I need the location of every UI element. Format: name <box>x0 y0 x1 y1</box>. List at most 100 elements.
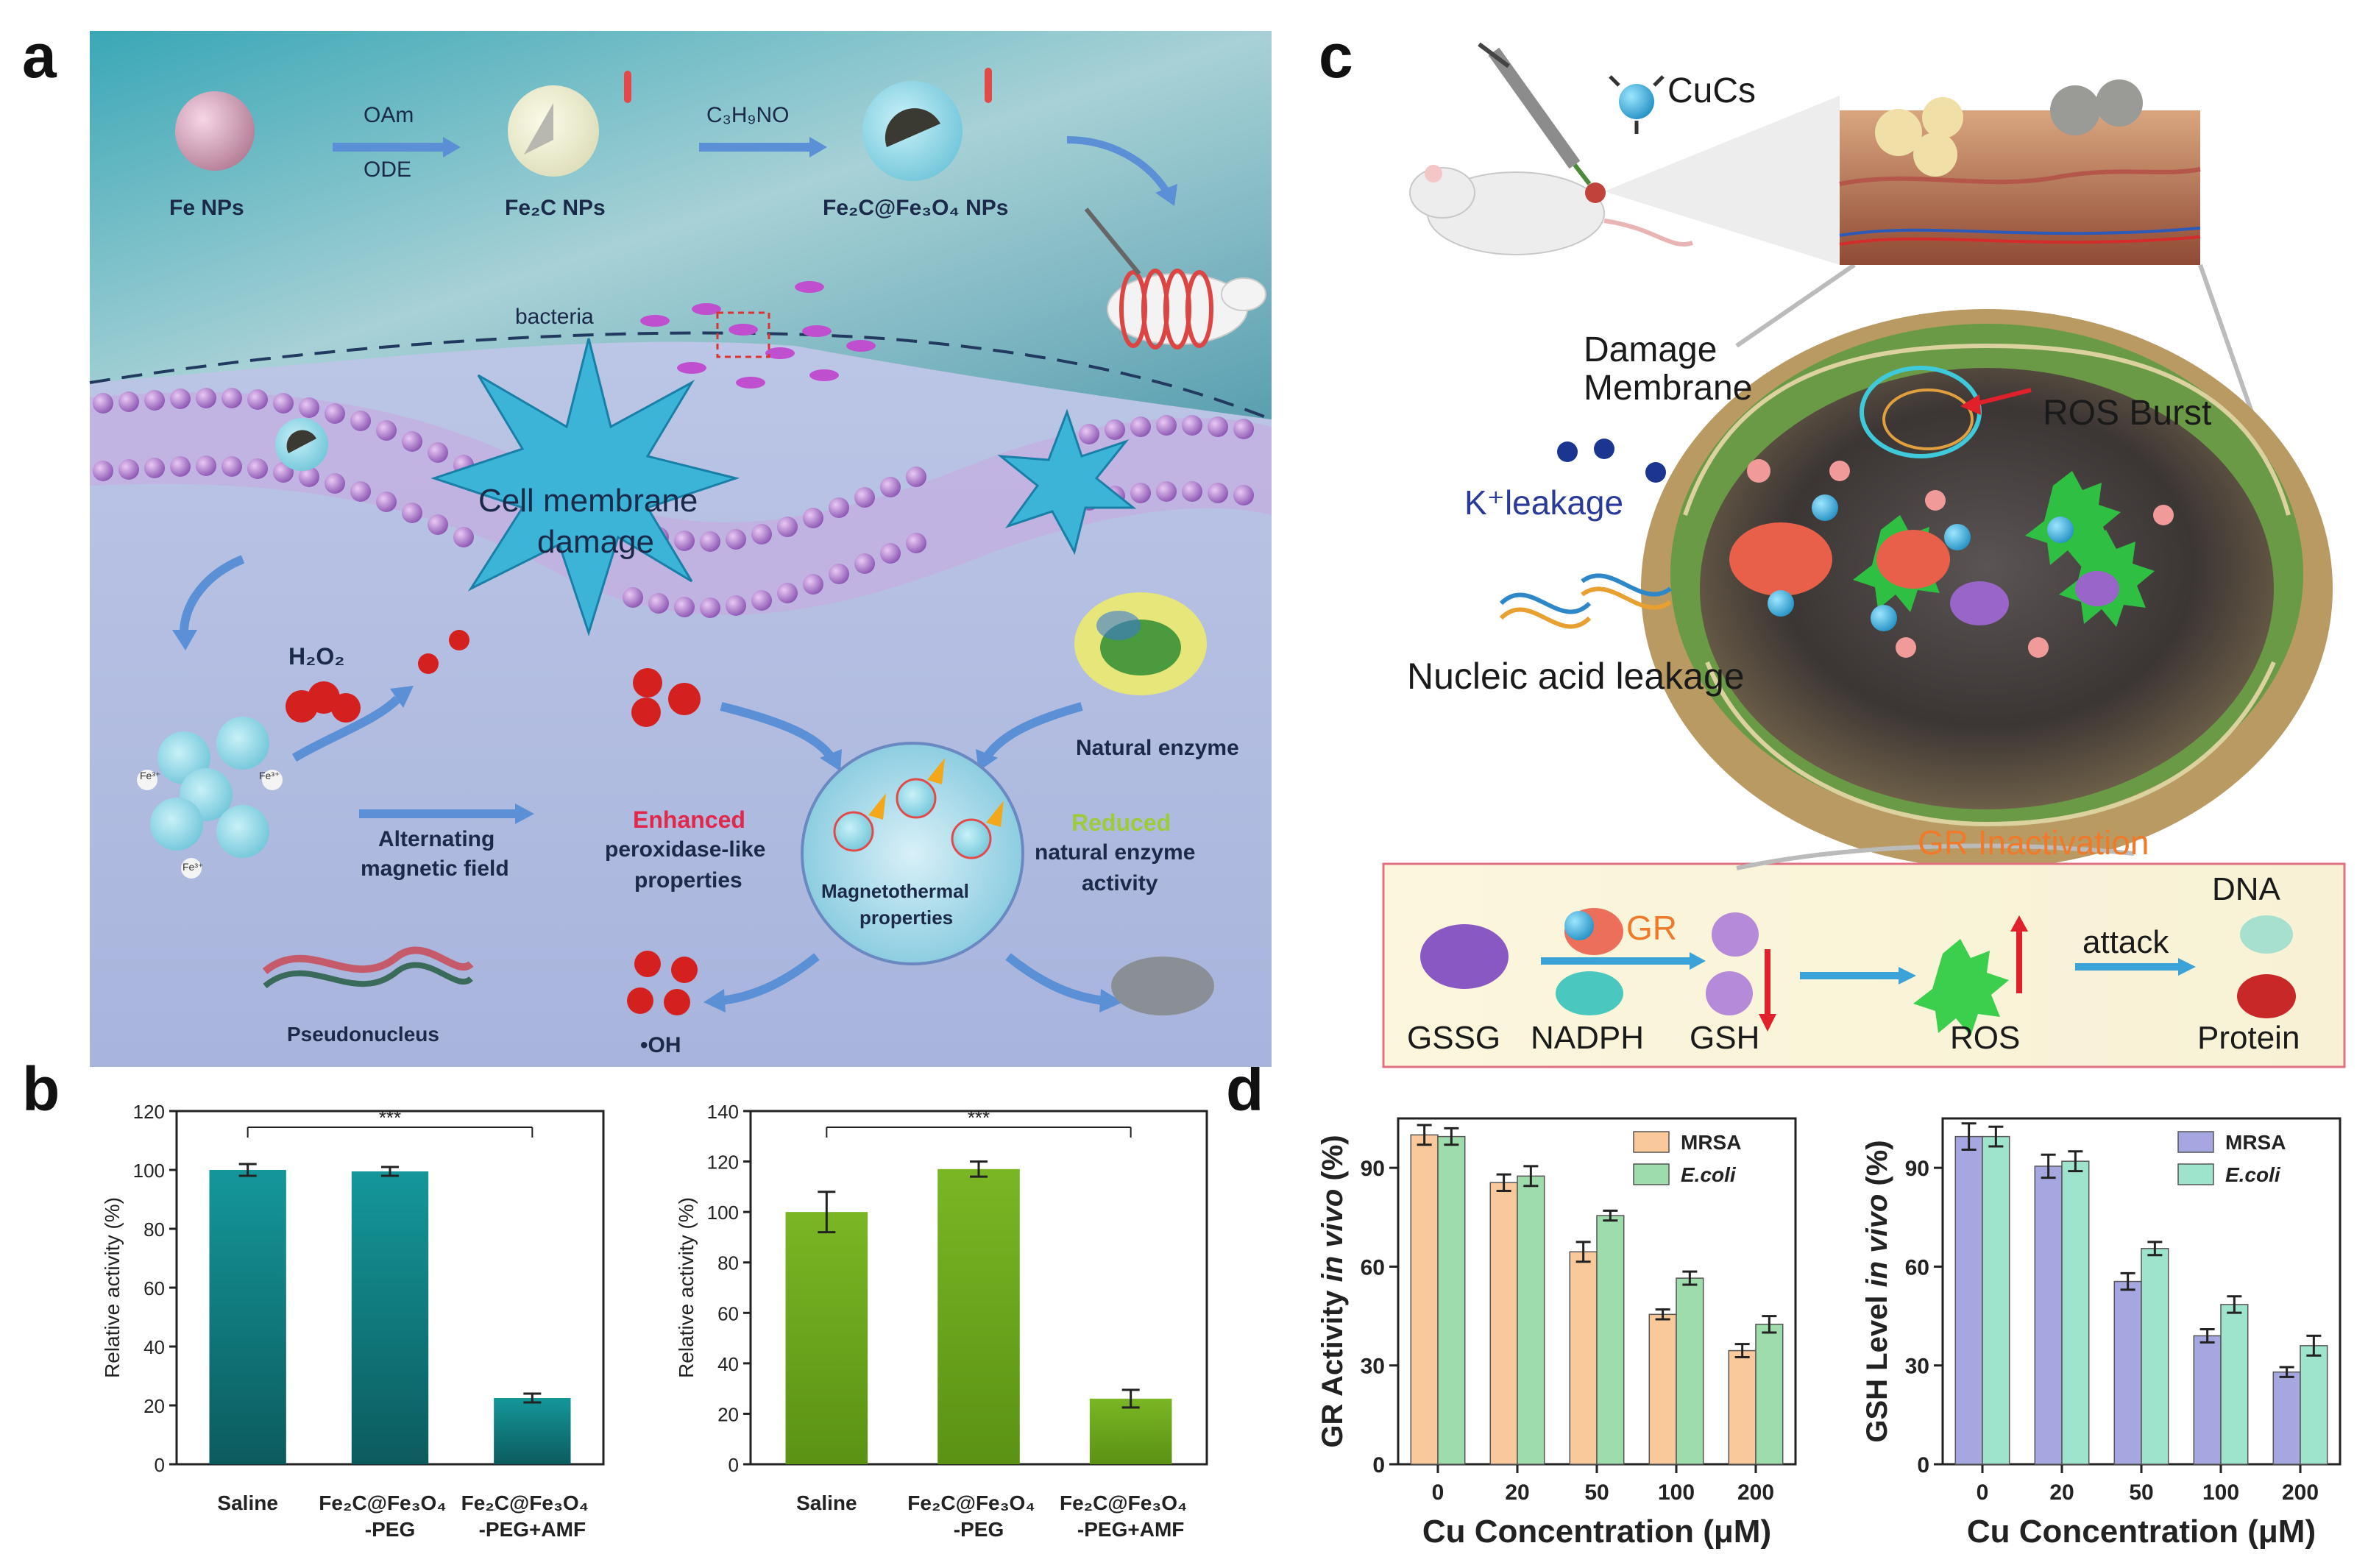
bar <box>1089 1398 1172 1464</box>
dna-blob <box>2240 915 2293 954</box>
magnetothermal-label: Magnetothermal <box>821 880 969 902</box>
y-axis-label: GSH Level in vivo (%) <box>1861 1140 1893 1442</box>
y-tick-label: 0 <box>729 1454 739 1476</box>
ros-burst-icon <box>1913 939 2009 1036</box>
bar <box>494 1398 571 1464</box>
y-tick-label: 40 <box>717 1353 739 1375</box>
mouse-icon <box>1409 165 1693 255</box>
syringe-icon <box>1478 42 1592 185</box>
y-tick-label: 120 <box>133 1101 165 1123</box>
fe-ion-label-3: Fe³⁺ <box>182 861 204 873</box>
damage-label: damage <box>537 524 655 560</box>
damage-label-c: Damage <box>1584 330 1717 369</box>
y-tick-label: 80 <box>717 1252 739 1274</box>
y-axis-label-suffix: (%) <box>1316 1135 1349 1188</box>
cell-membrane-bilayer <box>93 388 1254 618</box>
gsh-blobs <box>1706 912 1759 1015</box>
bar <box>1596 1215 1625 1465</box>
bar <box>1569 1251 1598 1465</box>
gssg-label: GSSG <box>1407 1020 1501 1056</box>
h2o2-molecules <box>286 630 701 727</box>
y-tick-label: 20 <box>717 1403 739 1425</box>
legend-label: MRSA <box>1681 1131 1741 1154</box>
magnetic-field-label: magnetic field <box>361 856 509 881</box>
pseudonucleus-label: Pseudonucleus <box>287 1023 439 1046</box>
legend-swatch <box>1633 1131 1670 1153</box>
mouse-with-coil <box>1084 207 1266 350</box>
thermometer-icon-2 <box>985 68 992 103</box>
bar <box>1954 1135 1983 1465</box>
x-tick-label: -PEG <box>954 1518 1004 1541</box>
bar <box>937 1168 1020 1464</box>
hydroxyl-radicals <box>627 951 698 1015</box>
y-tick-label: 30 <box>1361 1355 1385 1379</box>
cucs-nanocluster-icon <box>1609 75 1665 134</box>
denatured-enzyme <box>1111 957 1214 1015</box>
y-tick-label: 80 <box>143 1218 165 1241</box>
k-leakage-label: K⁺leakage <box>1464 483 1624 522</box>
x-tick-label: -PEG+AMF <box>479 1518 586 1541</box>
gr-label: GR <box>1626 909 1677 947</box>
x-tick-label: 20 <box>1505 1480 1529 1505</box>
bar <box>1648 1313 1677 1465</box>
nucleic-acid-leakage-label: Nucleic acid leakage <box>1407 656 1745 697</box>
reduced-label: Reduced <box>1071 809 1171 836</box>
significance-label: *** <box>968 1107 990 1129</box>
bar <box>1517 1175 1545 1465</box>
legend-swatch <box>2177 1131 2214 1153</box>
panel-a-illustration <box>89 31 1272 1067</box>
bar <box>1982 1135 2010 1465</box>
oam-label: OAm <box>364 103 414 127</box>
activity-label: activity <box>1082 871 1158 895</box>
enhanced-label: Enhanced <box>633 806 745 833</box>
y-axis-label: Relative activity (%) <box>101 1197 124 1378</box>
bar <box>2220 1304 2249 1465</box>
h2o2-label: H₂O₂ <box>288 643 345 670</box>
x-axis-label: Cu Concentration (μM) <box>1967 1514 2316 1550</box>
pseudonucleus-dna <box>262 946 474 989</box>
hydroxyl-label: •OH <box>640 1033 681 1057</box>
legend-swatch <box>2177 1163 2214 1185</box>
fe-np-sphere <box>175 91 255 171</box>
x-tick-label: -PEG <box>365 1518 415 1541</box>
natural-enzyme-blob <box>1074 592 1207 695</box>
y-axis-label-italic: in vivo <box>1316 1189 1349 1283</box>
x-tick-label: -PEG+AMF <box>1077 1518 1184 1541</box>
cucs-label: CuCs <box>1667 71 1756 110</box>
fe-ion-label-1: Fe³⁺ <box>140 770 161 781</box>
fe-nps-label: Fe NPs <box>169 196 244 220</box>
y-tick-label: 140 <box>707 1101 739 1123</box>
y-tick-label: 60 <box>1361 1255 1385 1280</box>
y-axis-label-suffix: (%) <box>1861 1140 1893 1193</box>
bar <box>1437 1135 1466 1465</box>
ros-label: ROS <box>1950 1020 2021 1056</box>
y-axis-label-main: GR Activity <box>1316 1282 1349 1447</box>
bar <box>1755 1324 1784 1465</box>
bar <box>1676 1277 1704 1465</box>
ode-label: ODE <box>364 157 412 182</box>
reduced-natural-enzyme-label: natural enzyme <box>1035 840 1196 865</box>
x-tick-label: Fe₂C@Fe₃O₄ <box>461 1491 589 1514</box>
x-tick-label: 50 <box>1584 1480 1609 1505</box>
y-axis-label-main: GSH Level <box>1861 1287 1893 1442</box>
y-tick-label: 0 <box>155 1454 165 1476</box>
magnetothermal-circle <box>801 742 1024 965</box>
panel-c-illustration <box>1382 42 2346 1068</box>
fe-ion-label-2: Fe³⁺ <box>259 770 280 781</box>
dna-label: DNA <box>2212 871 2280 907</box>
y-tick-label: 90 <box>1905 1157 1929 1181</box>
y-tick-label: 100 <box>133 1160 165 1182</box>
x-tick-label: 0 <box>1977 1480 1989 1505</box>
bar <box>1489 1182 1518 1465</box>
legend-label: E.coli <box>1681 1163 1737 1186</box>
x-tick-label: 200 <box>1737 1480 1774 1505</box>
membrane-damage-burst <box>430 338 1137 636</box>
magnetothermal-properties-label: properties <box>859 907 954 929</box>
bar <box>209 1170 286 1464</box>
gr-inactivation-label: GR Inactivation <box>1918 823 2149 862</box>
peroxidase-label: peroxidase-like <box>605 837 766 862</box>
ros-burst-label: ROS Burst <box>2043 394 2212 433</box>
